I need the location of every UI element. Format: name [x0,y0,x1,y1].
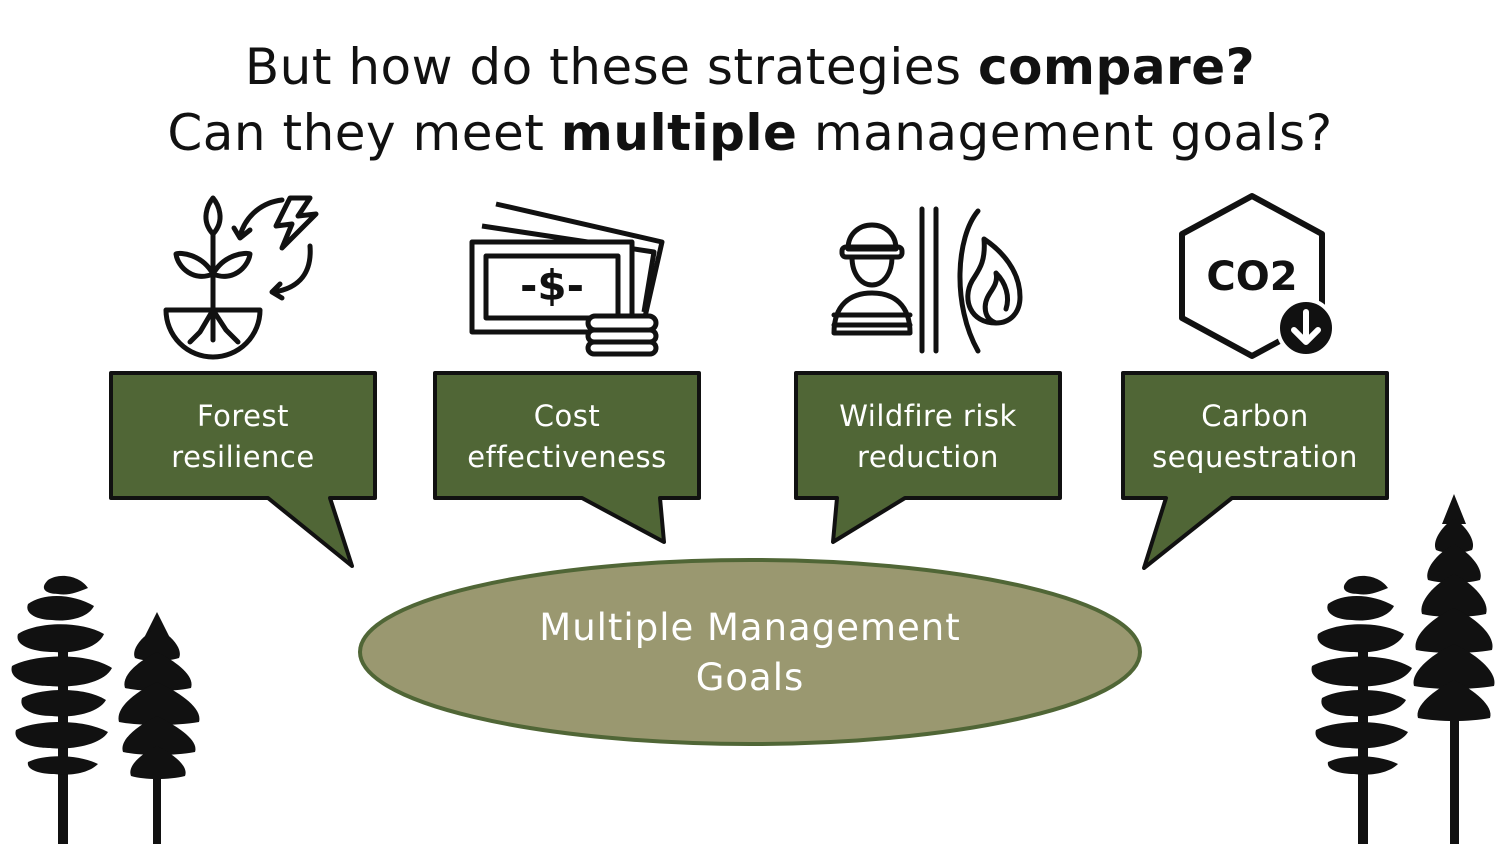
goal-label-line: Cost [533,399,601,433]
center-goal-line: Multiple Management [539,606,961,649]
center-goal-line: Goals [695,656,805,699]
dollar-label: -$- [520,261,584,310]
goal-label-wildfire-risk-reduction: Wildfire risk reduction [797,396,1059,478]
plant-energy-cycle-icon [163,195,319,360]
title-line-2: Can they meet multiple management goals? [0,104,1500,162]
goal-label-line: reduction [857,440,999,474]
money-icon: -$- [469,201,665,357]
co2-label: CO2 [1206,254,1297,300]
bubble-forest-resilience [109,371,377,568]
center-goal-label: Multiple Management Goals [380,603,1120,703]
pine-tree-icon [1311,575,1412,844]
multiple-goals-ellipse [358,558,1142,746]
goal-label-line: effectiveness [467,440,667,474]
title-line-1: But how do these strategies compare? [0,38,1500,96]
goal-label-line: Wildfire risk [839,399,1017,433]
goal-label-cost-effectiveness: Cost effectiveness [436,396,698,478]
co2-reduction-icon: CO2 [1179,193,1336,359]
firefighter-fire-icon [831,206,1023,354]
goal-label-carbon-sequestration: Carbon sequestration [1124,396,1386,478]
goal-label-line: Carbon [1201,399,1309,433]
goal-label-line: sequestration [1152,440,1358,474]
title-line-2-suffix: management goals? [797,104,1333,162]
bubble-cost-effectiveness [433,371,701,544]
pine-tree-icon [1413,494,1495,844]
title-line-2-text: Can they meet [167,104,561,162]
bubble-carbon-sequestration [1121,371,1389,570]
pine-tree-icon [118,612,200,844]
title-line-2-bold: multiple [560,104,798,162]
bubble-wildfire-risk-reduction [794,371,1062,544]
goal-label-line: resilience [171,440,315,474]
title-line-1-text: But how do these strategies [244,38,978,96]
pine-tree-icon [11,575,112,844]
goal-label-line: Forest [197,399,289,433]
goal-label-forest-resilience: Forest resilience [112,396,374,478]
title-line-1-bold: compare? [977,38,1256,96]
